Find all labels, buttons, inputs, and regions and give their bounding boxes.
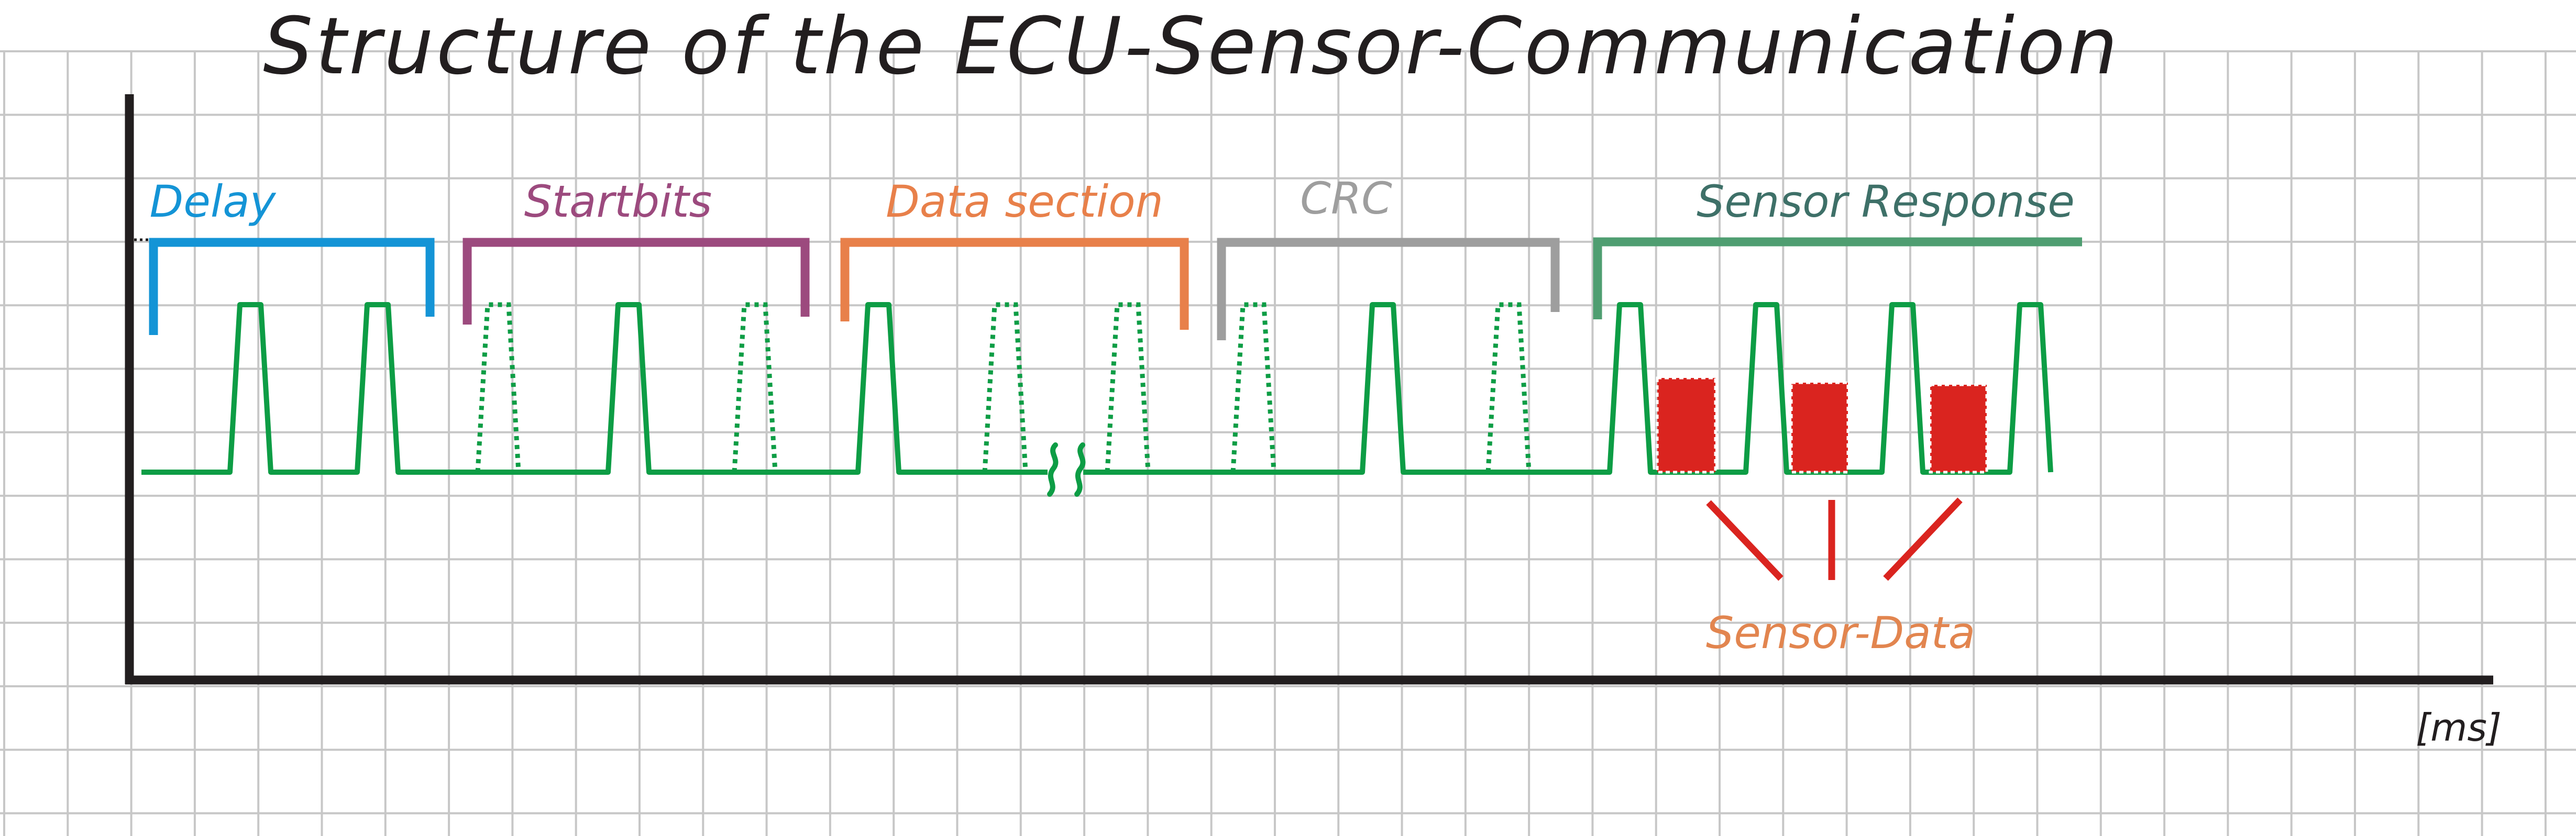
sensor-data-label: Sensor-Data: [1705, 607, 1976, 659]
diagram-title: Structure of the ECU-Sensor-Communicatio…: [263, 1, 2120, 92]
dotted-pulse: [1230, 302, 1276, 473]
sensor-data-callout-line: [1706, 500, 1784, 581]
dotted-pulse: [475, 302, 521, 473]
bracket-sensor-response: [1593, 237, 2082, 319]
section-label-startbits: Startbits: [524, 176, 712, 227]
signal-waveform: [141, 302, 1048, 475]
sensor-data-block: [1790, 381, 1850, 474]
dotted-pulse: [982, 302, 1028, 473]
section-label-delay: Delay: [149, 176, 276, 227]
sensor-data-block: [1656, 376, 1717, 474]
signal-waveform: [1083, 302, 2053, 475]
signal-break-squiggle: [1047, 442, 1059, 497]
section-label-crc: CRC: [1300, 173, 1392, 224]
sensor-data-block: [1929, 383, 1988, 474]
bracket-delay: [149, 238, 435, 335]
dotted-pulse: [1105, 302, 1151, 473]
dotted-pulse: [1485, 302, 1532, 473]
signal-break-squiggle: [1074, 442, 1086, 497]
x-axis-unit-label: [ms]: [2416, 706, 2502, 750]
bracket-data-section: [840, 238, 1189, 330]
bracket-startbits: [463, 238, 810, 325]
section-label-sensor-response: Sensor Response: [1697, 176, 2075, 227]
graph-paper-grid: [0, 50, 2576, 836]
bracket-crc: [1217, 238, 1560, 340]
sensor-data-callout-line: [1883, 497, 1963, 581]
section-label-data-section: Data section: [886, 176, 1163, 227]
dotted-pulse: [732, 302, 778, 473]
